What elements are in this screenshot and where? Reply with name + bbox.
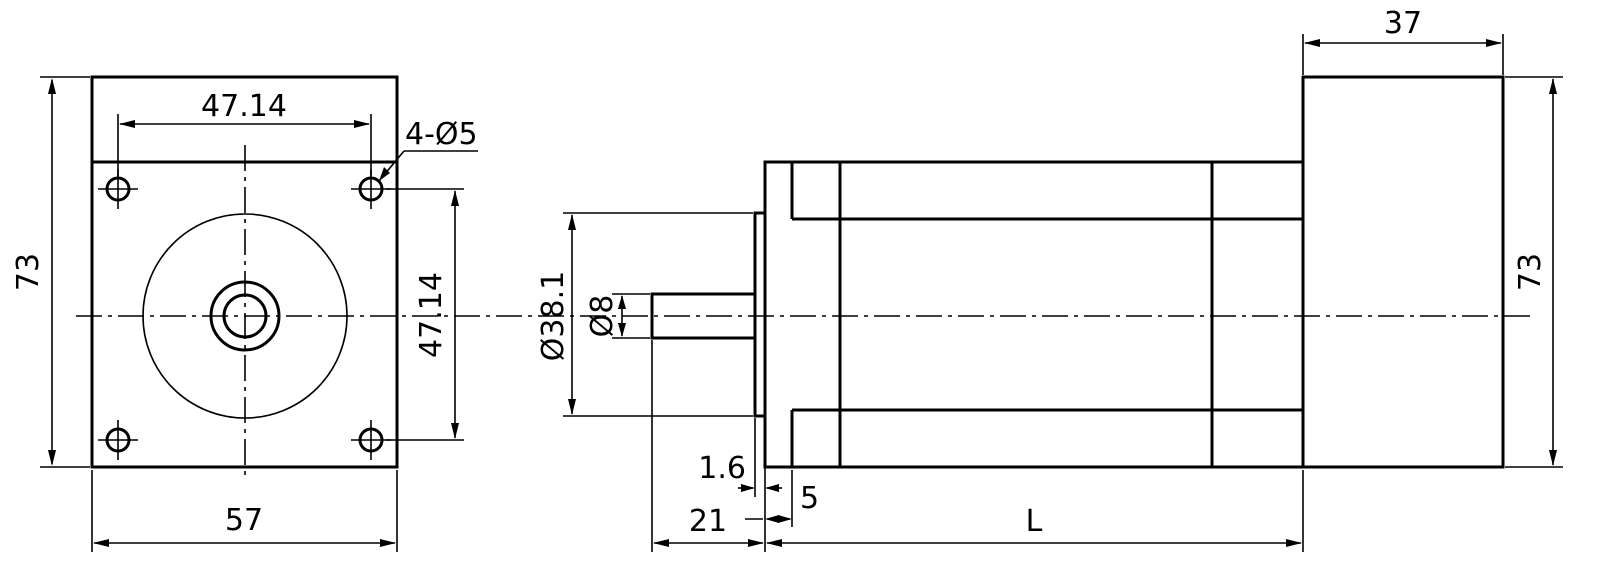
dim-gearbox-length-label: 37 (1384, 6, 1422, 41)
dim-front-height-label: 73 (11, 253, 46, 291)
dim-hole-pitch-horizontal-label: 47.14 (201, 89, 287, 124)
dim-body-length: L (766, 504, 1302, 547)
side-view: Ø38.1 Ø8 1.6 (536, 6, 1563, 552)
dim-shaft-length-label: 21 (689, 504, 727, 539)
dim-body-length-label: L (1026, 504, 1043, 539)
dim-shaft-length: 21 (653, 504, 764, 547)
dim-side-height: 73 (1505, 76, 1563, 468)
dim-hole-pitch-horizontal: 47.14 (117, 89, 372, 176)
dim-shaft-diameter-label: Ø8 (585, 295, 620, 338)
dim-mount-holes: 4-Ø5 (378, 117, 478, 182)
dim-flange-thickness-label: 1.6 (698, 451, 746, 486)
dim-hole-pitch-vertical-label: 47.14 (414, 272, 449, 358)
dim-side-height-label: 73 (1513, 253, 1548, 291)
dim-gearbox-length: 37 (1302, 6, 1504, 75)
side-body-details (790, 162, 1303, 467)
dim-hole-pitch-vertical: 47.14 (386, 188, 464, 441)
front-gearbox-outline (90, 75, 399, 469)
dim-pilot-length: 5 (745, 481, 819, 523)
dim-shaft-diameter: Ø8 (585, 293, 650, 339)
dim-flange-diameter-label: Ø38.1 (536, 271, 571, 361)
side-motor-body (763, 160, 1305, 469)
dim-mount-holes-label: 4-Ø5 (405, 117, 478, 152)
side-shaft (650, 292, 757, 340)
dim-front-width: 57 (91, 470, 398, 552)
dim-front-width-label: 57 (225, 503, 263, 538)
dim-front-height: 73 (11, 76, 90, 468)
dim-flange-diameter: Ø38.1 (536, 212, 753, 417)
dim-flange-thickness: 1.6 (698, 451, 782, 492)
dim-pilot-length-label: 5 (800, 481, 819, 516)
front-view: 73 47.14 4-Ø5 47.14 (11, 75, 478, 552)
side-gearbox (1301, 75, 1505, 469)
